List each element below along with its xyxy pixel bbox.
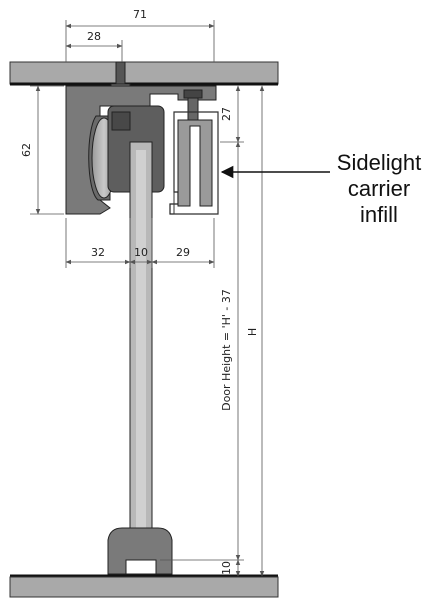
dim-offset-width: 28 bbox=[87, 30, 101, 43]
dim-right-width: 29 bbox=[176, 246, 190, 259]
dim-overall-width: 71 bbox=[133, 8, 147, 21]
dim-left-width: 32 bbox=[91, 246, 105, 259]
dim-carrier-height: 62 bbox=[20, 143, 33, 157]
ceiling-slab bbox=[9, 61, 279, 86]
dim-door-height: Door Height = 'H' - 37 bbox=[220, 289, 233, 411]
dim-top-clearance: 27 bbox=[220, 107, 233, 121]
door-panel bbox=[129, 141, 153, 569]
dim-bottom-clearance: 10 bbox=[220, 561, 233, 575]
dim-door-thickness: 10 bbox=[134, 246, 148, 259]
callout-line-3: infill bbox=[360, 202, 398, 227]
dimension-lines bbox=[30, 20, 265, 577]
dim-overall-height: H bbox=[246, 328, 259, 336]
sidelight-callout: Sidelight carrier infill bbox=[318, 150, 440, 228]
floor-slab bbox=[9, 574, 279, 598]
callout-line-2: carrier bbox=[347, 176, 411, 201]
callout-line-1: Sidelight bbox=[336, 150, 422, 175]
floor-guide bbox=[107, 527, 173, 575]
